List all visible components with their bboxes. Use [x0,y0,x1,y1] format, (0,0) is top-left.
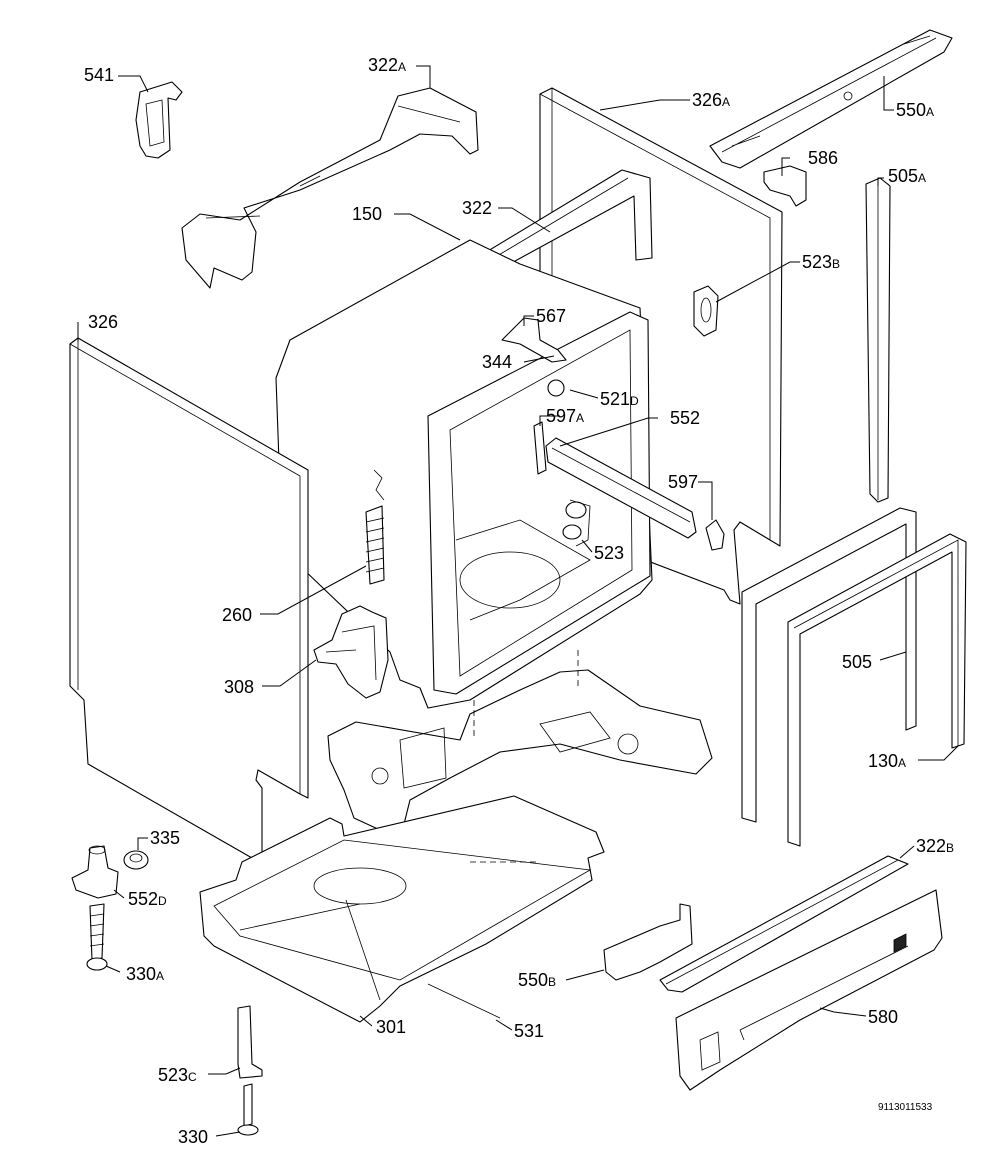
part-531-rod [427,983,501,1019]
part-301-base-tray [199,795,605,1023]
label-552d: 552D [128,889,167,909]
part-335-nut [123,850,149,870]
label-550a: 550A [896,100,935,120]
part-260-spring [365,469,385,585]
part-330a-screw [86,903,108,971]
label-531: 531 [514,1021,545,1041]
part-567-clip [501,317,567,363]
part-541-clip [135,81,183,159]
label-550b: 550B [518,970,557,990]
label-330a: 330A [126,964,165,984]
label-567: 567 [536,306,567,326]
label-150: 150 [352,204,383,224]
leader-lines [77,65,959,1137]
label-260: 260 [222,605,253,625]
label-130a: 130A [868,751,907,771]
label-523c: 523C [158,1065,197,1085]
part-322b-strip [659,855,909,993]
label-580: 580 [868,1007,899,1027]
label-523b: 523B [802,252,841,272]
label-335: 335 [150,828,181,848]
label-597a: 597A [546,406,585,426]
label-322: 322 [462,198,493,218]
label-521d: 521D [600,389,639,409]
document-number: 9113011533 [878,1102,933,1113]
label-523: 523 [594,543,625,563]
label-597: 597 [668,472,699,492]
label-326: 326 [88,312,119,332]
part-308-hinge [313,605,389,699]
label-541: 541 [84,65,115,85]
part-523-connectors [562,499,591,547]
label-344: 344 [482,352,513,372]
part-505-seal [741,507,917,823]
label-326a: 326A [692,90,731,110]
part-550b-bracket [603,903,693,981]
part-552-rail [545,437,697,539]
part-322a-top-rail [181,87,479,289]
part-552d-valve [71,845,119,899]
part-505a-seal [865,177,891,503]
part-base-frame [327,650,713,831]
part-130a-seal [787,533,967,847]
part-523b-grommet [693,285,719,337]
part-597a-holder [533,421,547,475]
label-301: 301 [376,1017,407,1037]
part-523c-pin [237,1005,263,1079]
label-505: 505 [842,652,873,672]
label-308: 308 [224,677,255,697]
part-597-wheel [705,519,725,551]
label-330: 330 [178,1127,209,1147]
part-326-side-panel [69,337,309,863]
label-505a: 505A [888,166,927,186]
part-580-kick-plate [675,889,943,1091]
part-586-bracket [763,165,807,207]
label-322b: 322B [916,836,955,856]
part-330-screw [237,1083,259,1136]
label-552: 552 [670,408,701,428]
label-322a: 322A [368,55,407,75]
label-586: 586 [808,148,839,168]
part-550a-mounting-strip [709,29,953,169]
